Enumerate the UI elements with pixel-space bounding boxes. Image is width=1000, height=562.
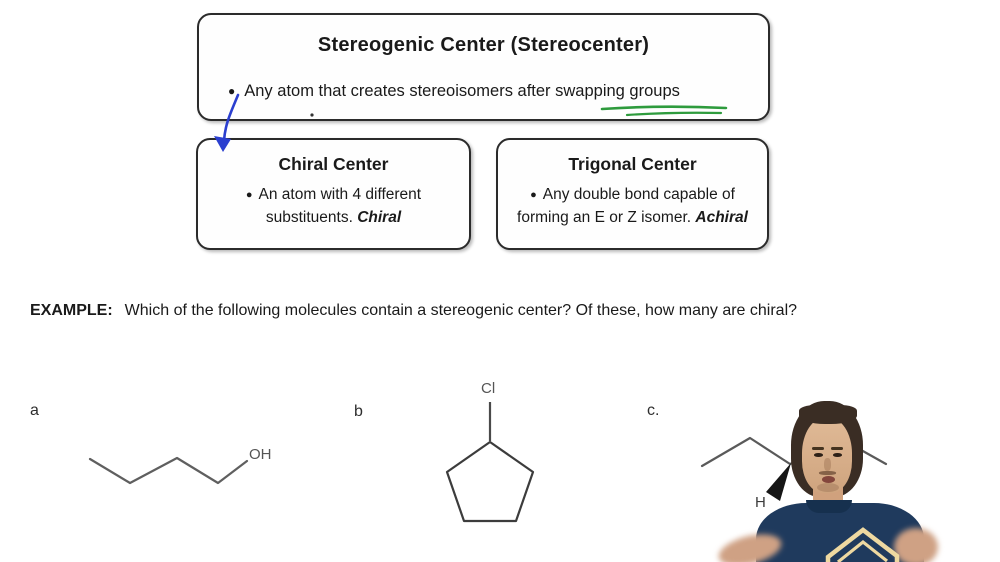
- instructor-shirt: [756, 503, 924, 562]
- bullet-dot-icon: ●: [228, 84, 236, 98]
- molecule-c-label: c.: [647, 402, 660, 419]
- instructor-mustache: [819, 471, 836, 475]
- bullet-dot-icon: ●: [245, 189, 253, 201]
- hexagon-logo-icon: [825, 527, 900, 562]
- instructor-hand-left: [715, 528, 785, 562]
- instructor-hair-fringe: [799, 405, 857, 424]
- instructor-face: [802, 417, 852, 493]
- trigonal-bullet-line1: Any double bond capable of: [542, 186, 735, 203]
- stereocenter-definition-box: Stereogenic Center (Stereocenter) ● Any …: [197, 13, 770, 121]
- chiral-emphasis: Chiral: [357, 209, 402, 226]
- chiral-center-box: Chiral Center ●An atom with 4 different …: [196, 138, 471, 250]
- chiral-bullet-line1: An atom with 4 different: [258, 186, 422, 203]
- chiral-box-bullet: ●An atom with 4 different substituents. …: [204, 184, 463, 229]
- trigonal-box-bullet: ● Any double bond capable of forming an E…: [504, 184, 761, 229]
- molecule-c-skeleton: [700, 436, 888, 468]
- instructor-chin-shadow: [817, 483, 839, 492]
- molecule-a-skeleton: [88, 456, 249, 485]
- chiral-bullet-line2: substituents.: [265, 209, 353, 226]
- trigonal-emphasis: Achiral: [695, 209, 748, 226]
- molecule-c-h-label: H: [755, 494, 766, 511]
- chiral-box-title: Chiral Center: [278, 154, 389, 174]
- instructor-nose: [824, 458, 831, 471]
- molecule-b-ring: [445, 440, 535, 523]
- trigonal-center-box: Trigonal Center ● Any double bond capable…: [496, 138, 769, 250]
- example-heading: EXAMPLE:: [30, 302, 113, 319]
- bullet-dot-icon: ●: [530, 189, 537, 201]
- example-question: Which of the following molecules contain…: [124, 302, 798, 319]
- stereocenter-box-title: Stereogenic Center (Stereocenter): [317, 34, 650, 56]
- instructor-mouth: [822, 476, 835, 483]
- instructor-eye-right: [833, 453, 842, 457]
- molecule-a-label: a: [30, 402, 39, 419]
- instructor-hand-right: [894, 528, 938, 562]
- instructor-eye-left: [814, 453, 823, 457]
- molecule-b-label: b: [354, 403, 363, 420]
- molecule-c-wedge-bond: [766, 463, 791, 501]
- stereocenter-bullet-text: Any atom that creates stereoisomers afte…: [244, 82, 680, 100]
- instructor-eyebrow-right: [831, 447, 843, 450]
- trigonal-bullet-line2: forming an E or Z isomer.: [517, 209, 692, 226]
- example-prompt: EXAMPLE: Which of the following molecules…: [30, 302, 797, 320]
- instructor-shirt-collar: [806, 500, 852, 513]
- stereocenter-box-bullet: ● Any atom that creates stereoisomers af…: [228, 82, 680, 101]
- instructor-hair: [791, 401, 863, 497]
- instructor-eyebrow-left: [812, 447, 824, 450]
- molecule-a-oh-label: OH: [249, 446, 272, 463]
- molecule-b-cl-label: Cl: [481, 380, 496, 397]
- instructor-neck: [813, 483, 843, 511]
- trigonal-box-title: Trigonal Center: [568, 154, 697, 174]
